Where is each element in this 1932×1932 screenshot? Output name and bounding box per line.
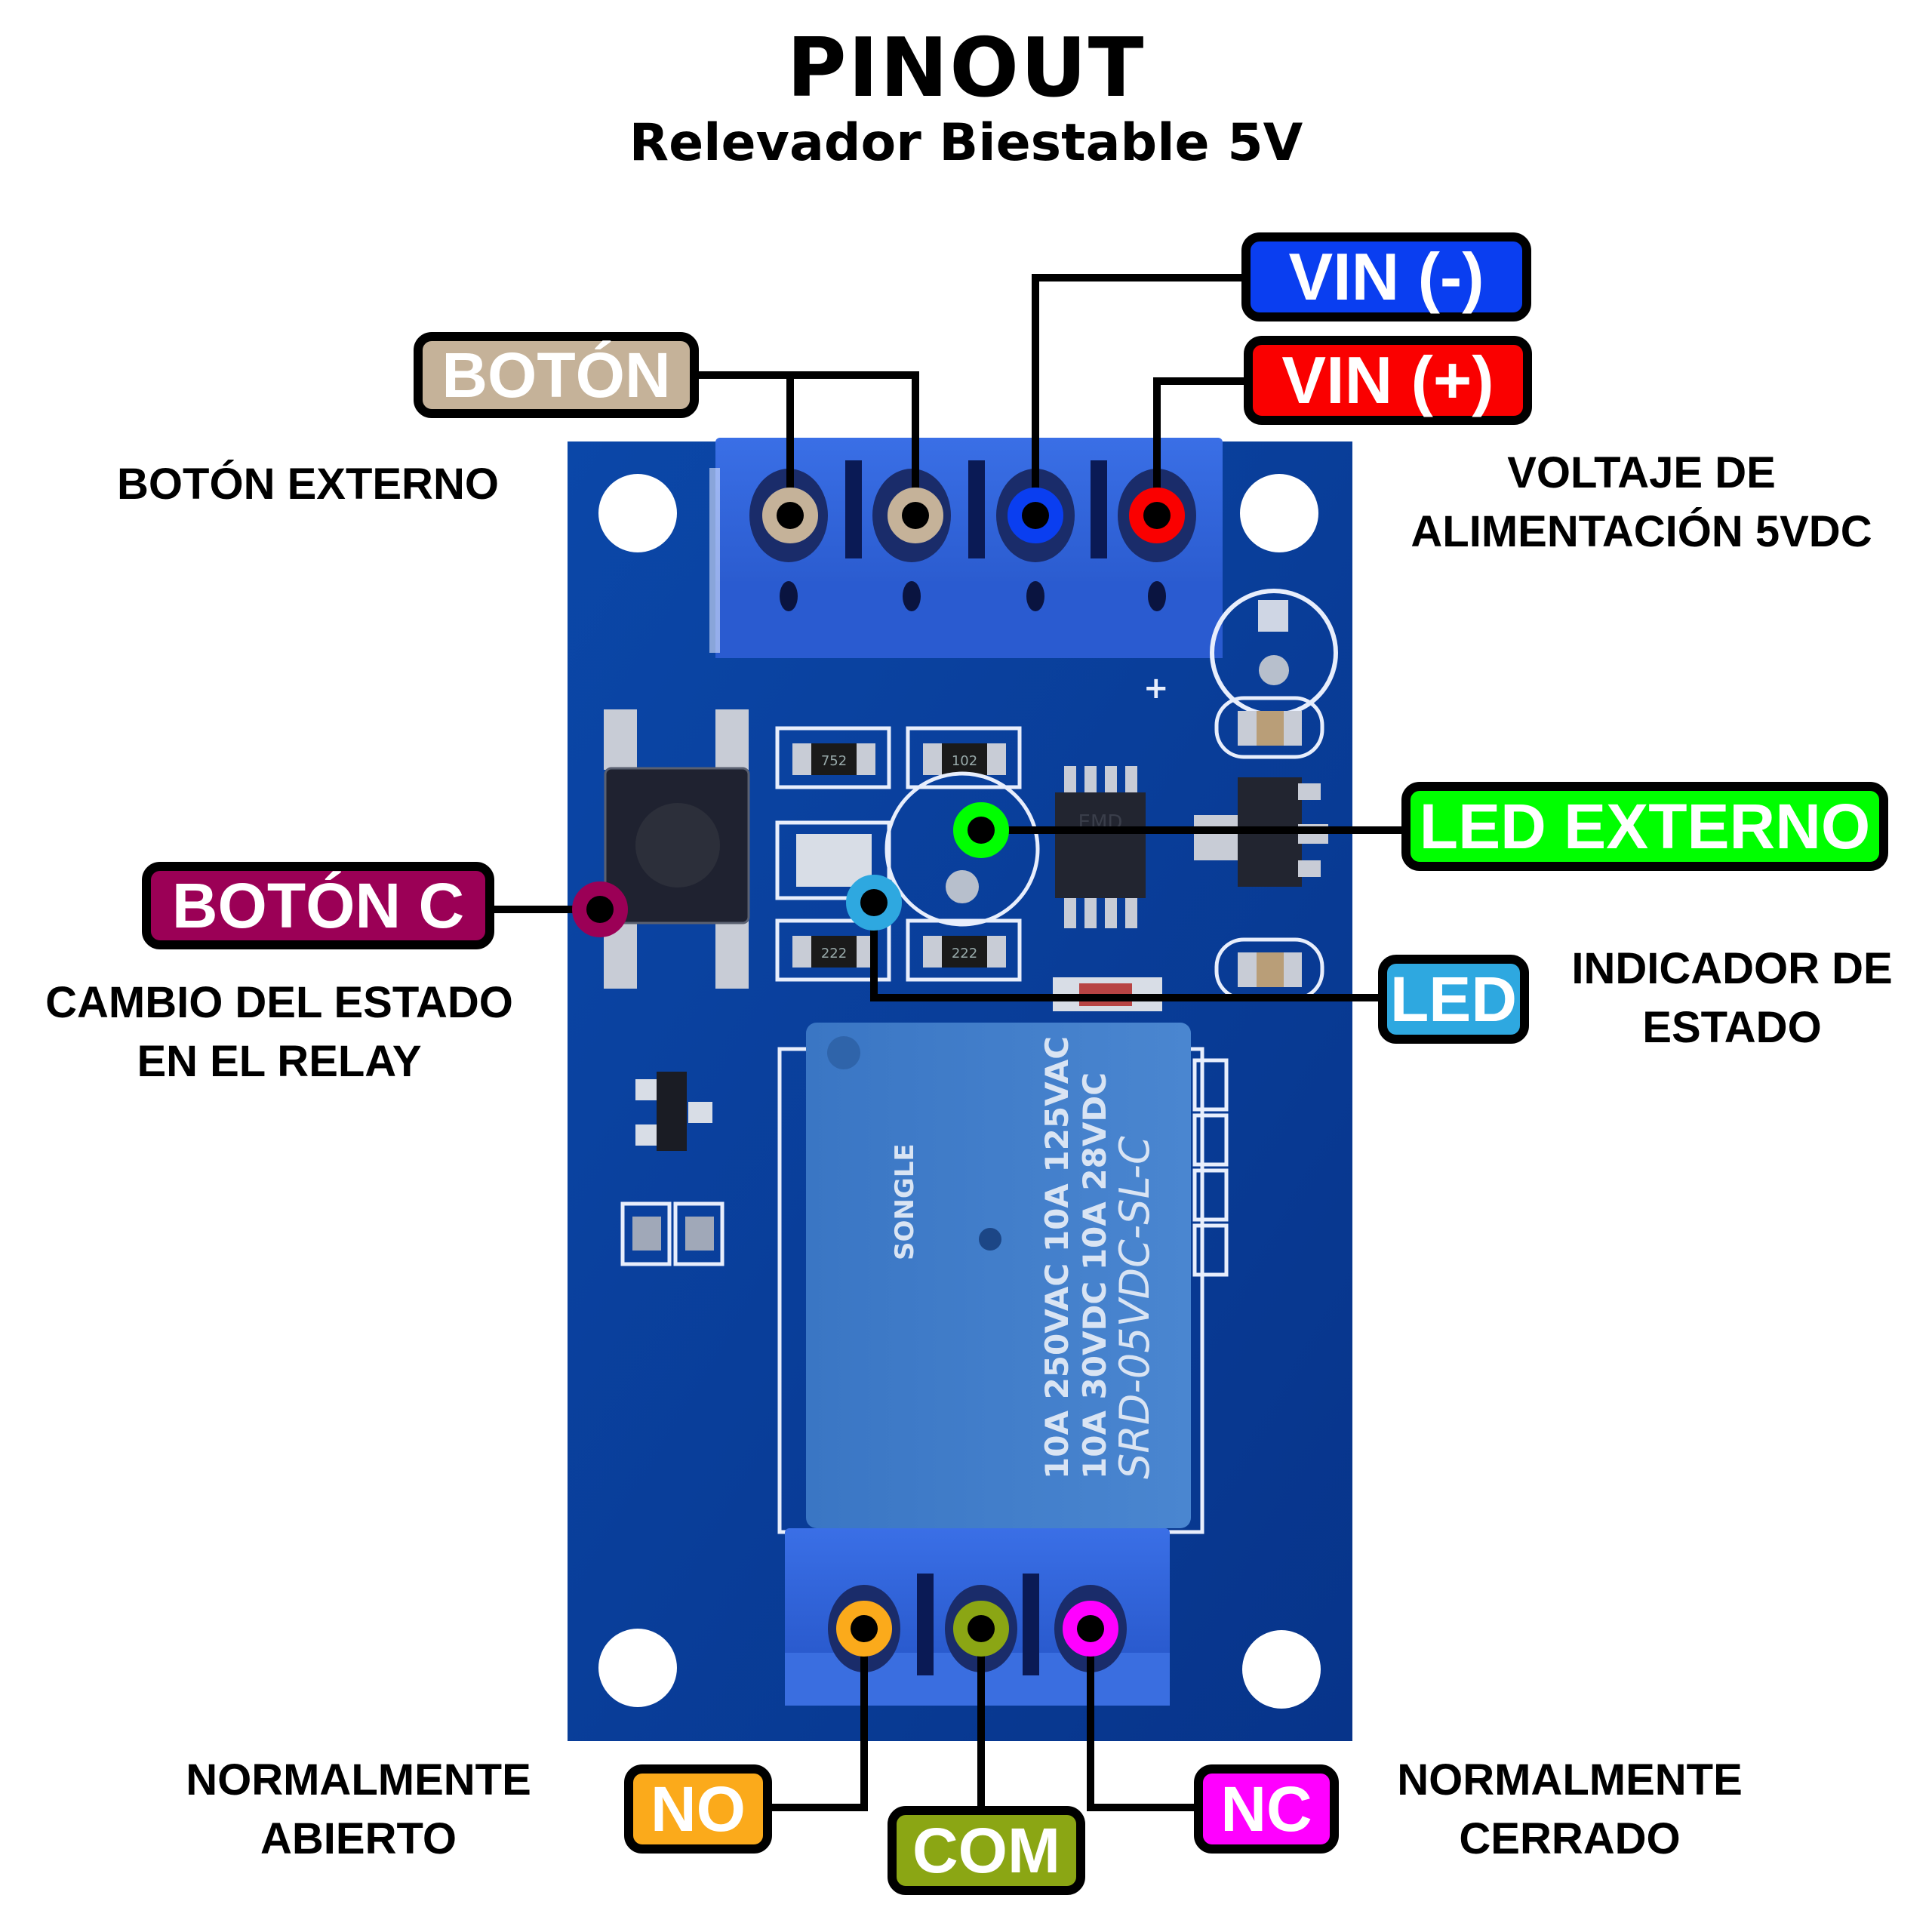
desc-boton-c: CAMBIO DEL ESTADO EN EL RELAY [23,974,536,1091]
desc-line: CERRADO [1459,1814,1681,1863]
relay-rating-1: 10A 250VAC 10A 125VAC [1038,1036,1075,1479]
desc-nc: NORMALMENTE CERRADO [1358,1751,1781,1869]
svg-text:+: + [1143,671,1169,706]
badge-no: NO [624,1764,772,1854]
resistor-label: 222 [821,946,847,961]
relay: SONGLE 10A 250VAC 10A 125VAC 10A 30VDC 1… [806,1023,1191,1528]
badge-com: COM [888,1806,1085,1895]
pin-marker-vin-pos [1129,488,1185,543]
badge-boton-c: BOTÓN C [142,862,494,949]
ic-chip: EMD [1055,766,1146,928]
badge-led-externo-label: LED EXTERNO [1419,790,1871,862]
desc-line: CAMBIO DEL ESTADO [45,978,513,1027]
pin-marker-boton-2 [888,488,943,543]
desc-line: VOLTAJE DE [1507,448,1776,497]
onboard-led [775,820,891,900]
smd-resistors: 752 102 222 222 [775,726,1022,982]
nc-line [1087,1629,1200,1811]
pin-marker-boton-c [572,881,628,937]
badge-boton-label: BOTÓN [441,339,671,411]
smd-capacitor [1214,937,1324,1001]
badge-no-label: NO [651,1773,746,1844]
solder-pads [620,1201,724,1266]
desc-line: EN EL RELAY [137,1037,422,1086]
smd-capacitor [1214,696,1324,759]
external-led-footprint [884,771,1040,927]
pin-marker-nc [1063,1601,1118,1657]
badge-nc: NC [1194,1764,1339,1854]
mounting-hole [598,1629,677,1707]
desc-line: ALIMENTACIÓN 5VDC [1411,507,1872,556]
pin-marker-com [953,1601,1009,1657]
vin-neg-line [1032,274,1244,515]
desc-voltaje: VOLTAJE DE ALIMENTACIÓN 5VDC [1366,444,1917,561]
mounting-hole [1240,474,1318,552]
badge-led-externo: LED EXTERNO [1401,782,1888,871]
badge-com-label: COM [912,1814,1060,1886]
boton-line [694,371,919,513]
badge-nc-label: NC [1220,1773,1312,1844]
pin-marker-no [836,1601,892,1657]
badge-boton-c-label: BOTÓN C [171,869,465,941]
relay-pads [1192,1058,1229,1277]
mounting-hole [1242,1630,1321,1709]
desc-line: INDICADOR DE [1571,944,1893,993]
relay-rating-2: 10A 30VDC 10A 28VDC [1076,1072,1113,1479]
desc-boton-externo: BOTÓN EXTERNO [89,455,527,514]
badge-boton: BOTÓN [414,332,699,418]
relay-brand: SONGLE [890,1143,920,1260]
led-line [870,904,1383,1001]
desc-line: ESTADO [1642,1003,1822,1052]
desc-led: INDICADOR DE ESTADO [1547,940,1917,1057]
desc-line: ABIERTO [260,1814,457,1863]
desc-line: NORMALMENTE [1397,1755,1743,1804]
desc-no: NORMALMENTE ABIERTO [151,1751,566,1869]
relay-model: SRD-05VDC-SL-C [1111,1136,1158,1479]
page-title: PINOUT [786,21,1146,115]
badge-led: LED [1378,955,1529,1044]
pin-markers [572,488,1185,1657]
connector-lines [491,274,1407,1819]
no-line [770,1629,868,1811]
badge-vin-pos: VIN (+) [1244,336,1532,425]
resistor-label: 222 [952,946,977,961]
desc-line: NORMALMENTE [186,1755,531,1804]
resistor-label: 102 [952,753,977,769]
vin-pos-line [1153,377,1253,515]
tactile-button [604,709,750,989]
resistor-label: 752 [821,753,847,769]
badge-vin-neg: VIN (-) [1241,232,1531,321]
pin-marker-boton-1 [762,488,818,543]
pin-marker-led-externo [953,802,1009,858]
pin-marker-vin-neg [1008,488,1063,543]
badge-vin-pos-label: VIN (+) [1281,343,1494,417]
badge-vin-neg-label: VIN (-) [1288,239,1484,314]
page-subtitle: Relevador Biestable 5V [629,113,1303,173]
transistor [635,1072,712,1151]
desc-line: BOTÓN EXTERNO [117,460,499,509]
badge-led-label: LED [1390,963,1517,1035]
mounting-hole [598,474,677,552]
pin-marker-led [846,875,902,931]
